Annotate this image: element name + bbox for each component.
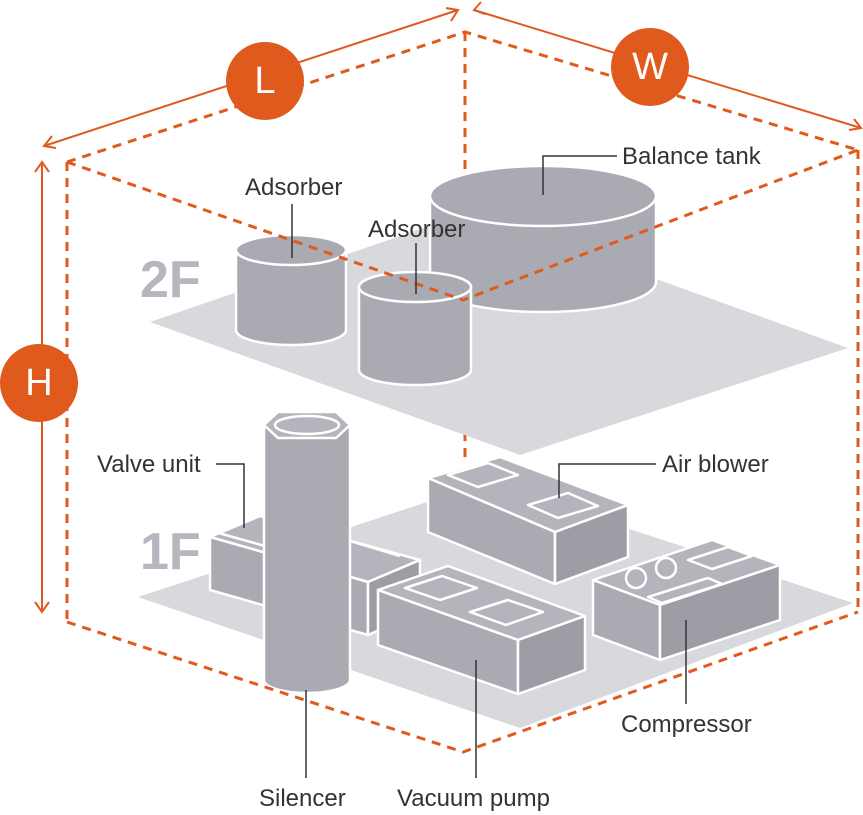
width-badge: W: [611, 28, 689, 106]
air-blower-shape: [426, 455, 630, 586]
leader-lines: [216, 155, 687, 778]
balance-tank-shape: [428, 164, 658, 314]
leader-air-blower: [558, 463, 656, 498]
silencer-shape: [262, 410, 352, 695]
floor-label-1f: 1F: [140, 523, 201, 581]
leader-valve-unit: [216, 463, 245, 528]
vacuum-pump-shape: [376, 564, 587, 696]
label-vacuum-pump: Vacuum pump: [397, 785, 550, 812]
leader-balance-tank: [542, 155, 617, 195]
adsorber-2-shape: [357, 270, 473, 387]
label-balance-tank: Balance tank: [622, 143, 761, 170]
label-silencer: Silencer: [259, 785, 346, 812]
floor-label-2f: 2F: [140, 251, 201, 309]
length-badge: L: [226, 42, 304, 120]
label-air-blower: Air blower: [662, 451, 769, 478]
label-adsorber-2: Adsorber: [368, 216, 466, 243]
compressor-shape: [591, 538, 782, 662]
label-compressor: Compressor: [621, 711, 752, 738]
label-adsorber-1: Adsorber: [245, 174, 343, 201]
label-valve-unit: Valve unit: [97, 451, 201, 478]
adsorber-1-shape: [234, 233, 348, 347]
height-badge: H: [0, 344, 78, 422]
